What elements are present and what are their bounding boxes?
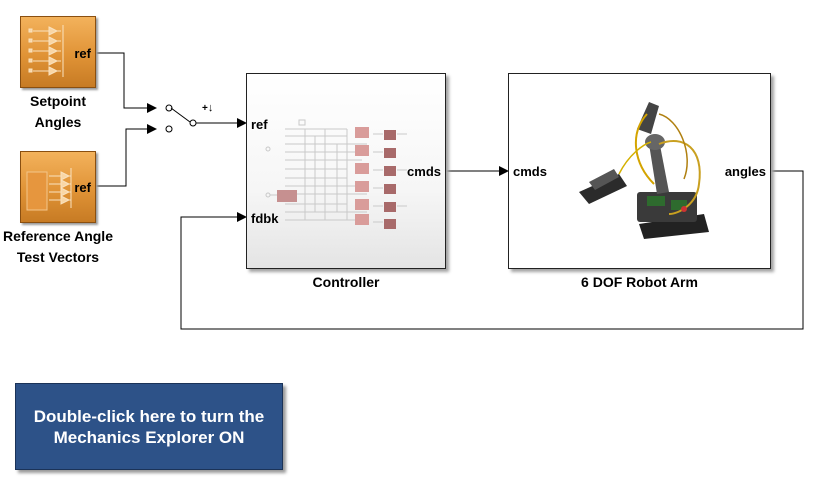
setpoint-ref-port: ref xyxy=(74,46,91,61)
wire-setpoint-to-switch xyxy=(96,52,157,113)
reference-caption-line1: Reference Angle xyxy=(3,228,113,244)
switch-arrow: ↓ xyxy=(207,102,214,114)
controller-thumbnail-icon xyxy=(265,119,407,229)
controller-fdbk-port: fdbk xyxy=(251,211,279,226)
reference-angle-block[interactable]: ref xyxy=(20,151,96,223)
robot-cmds-port: cmds xyxy=(513,164,547,179)
robot-caption: 6 DOF Robot Arm xyxy=(581,274,698,290)
reference-ref-port: ref xyxy=(74,180,91,195)
controller-ref-port: ref xyxy=(251,117,268,132)
switch-plus: + xyxy=(202,103,208,114)
signal-builder-icon xyxy=(28,25,64,77)
reference-caption: Reference Angle Test Vectors xyxy=(0,226,136,268)
switch-indicator[interactable]: +↓ xyxy=(202,103,213,114)
setpoint-angles-block[interactable]: ref xyxy=(20,16,96,88)
robot-arm-block[interactable]: cmds angles xyxy=(508,73,771,269)
mechanics-explorer-toggle-button[interactable]: Double-click here to turn the Mechanics … xyxy=(15,383,283,470)
setpoint-caption-line1: Setpoint xyxy=(30,93,86,109)
setpoint-caption: Setpoint Angles xyxy=(0,91,116,133)
signal-source-icon xyxy=(26,168,72,211)
reference-caption-line2: Test Vectors xyxy=(16,249,100,265)
controller-block[interactable]: ref fdbk cmds xyxy=(246,73,446,269)
mechanics-explorer-toggle-label: Double-click here to turn the Mechanics … xyxy=(33,406,265,447)
setpoint-caption-line2: Angles xyxy=(34,114,82,130)
controller-caption: Controller xyxy=(312,274,380,290)
robot-angles-port: angles xyxy=(724,164,766,179)
wire-feedback xyxy=(180,170,804,330)
wire-reference-to-switch xyxy=(96,124,157,187)
robot-arm-image xyxy=(579,102,709,239)
controller-cmds-port: cmds xyxy=(407,164,441,179)
